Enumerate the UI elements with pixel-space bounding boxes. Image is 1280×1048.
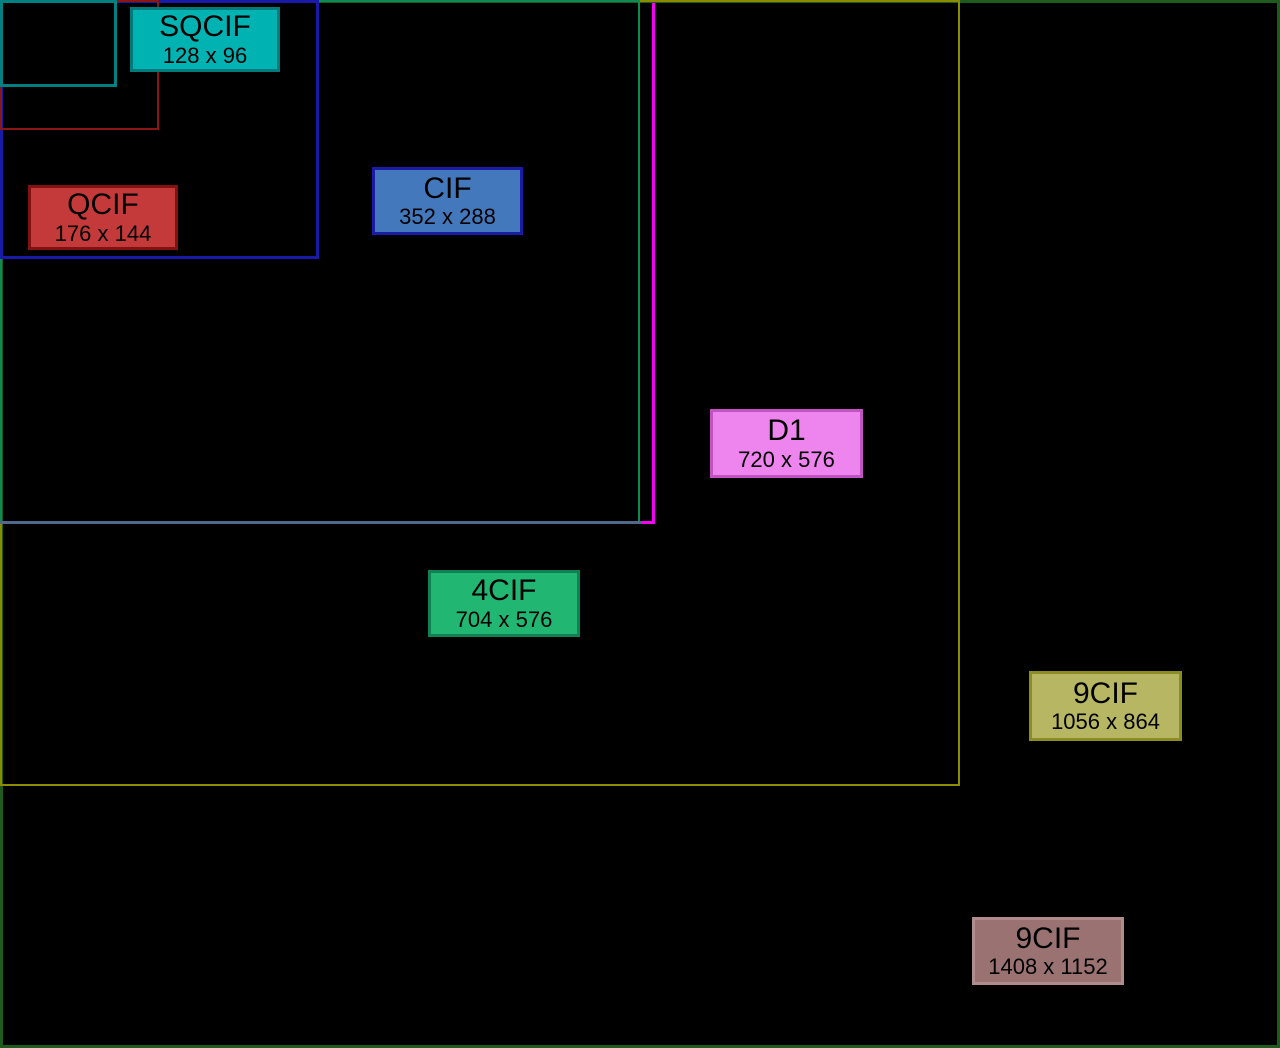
qcif-label-dimensions: 176 x 144 (54, 220, 152, 246)
9cif-1056-label-dimensions: 1056 x 864 (1051, 709, 1160, 735)
9cif-1408-label-dimensions: 1408 x 1152 (988, 954, 1108, 980)
4cif-label-title: 4CIF (471, 574, 537, 608)
sqcif-label-box: SQCIF 128 x 96 (130, 7, 280, 72)
9cif-1408-label-box: 9CIF 1408 x 1152 (972, 917, 1124, 985)
4cif-label-box: 4CIF 704 x 576 (428, 570, 580, 637)
cif-label-box: CIF 352 x 288 (372, 167, 523, 235)
9cif-1056-label-title: 9CIF (1072, 676, 1138, 710)
qcif-label-box: QCIF 176 x 144 (28, 185, 178, 250)
d1-label-dimensions: 720 x 576 (738, 446, 835, 472)
qcif-label-title: QCIF (67, 188, 139, 222)
9cif-1408-label-title: 9CIF (1015, 921, 1081, 955)
sqcif-label-title: SQCIF (159, 10, 251, 44)
9cif-1056-label-box: 9CIF 1056 x 864 (1029, 671, 1182, 741)
sqcif-label-dimensions: 128 x 96 (162, 42, 248, 68)
4cif-label-dimensions: 704 x 576 (455, 606, 553, 632)
d1-label-box: D1 720 x 576 (710, 409, 863, 478)
cif-label-dimensions: 352 x 288 (399, 204, 496, 230)
cif-label-title: CIF (423, 171, 472, 205)
4cif-d1-bottom-edge-blend-line (0, 521, 641, 524)
d1-label-title: D1 (767, 414, 806, 448)
sqcif-outline-rect (0, 0, 117, 87)
